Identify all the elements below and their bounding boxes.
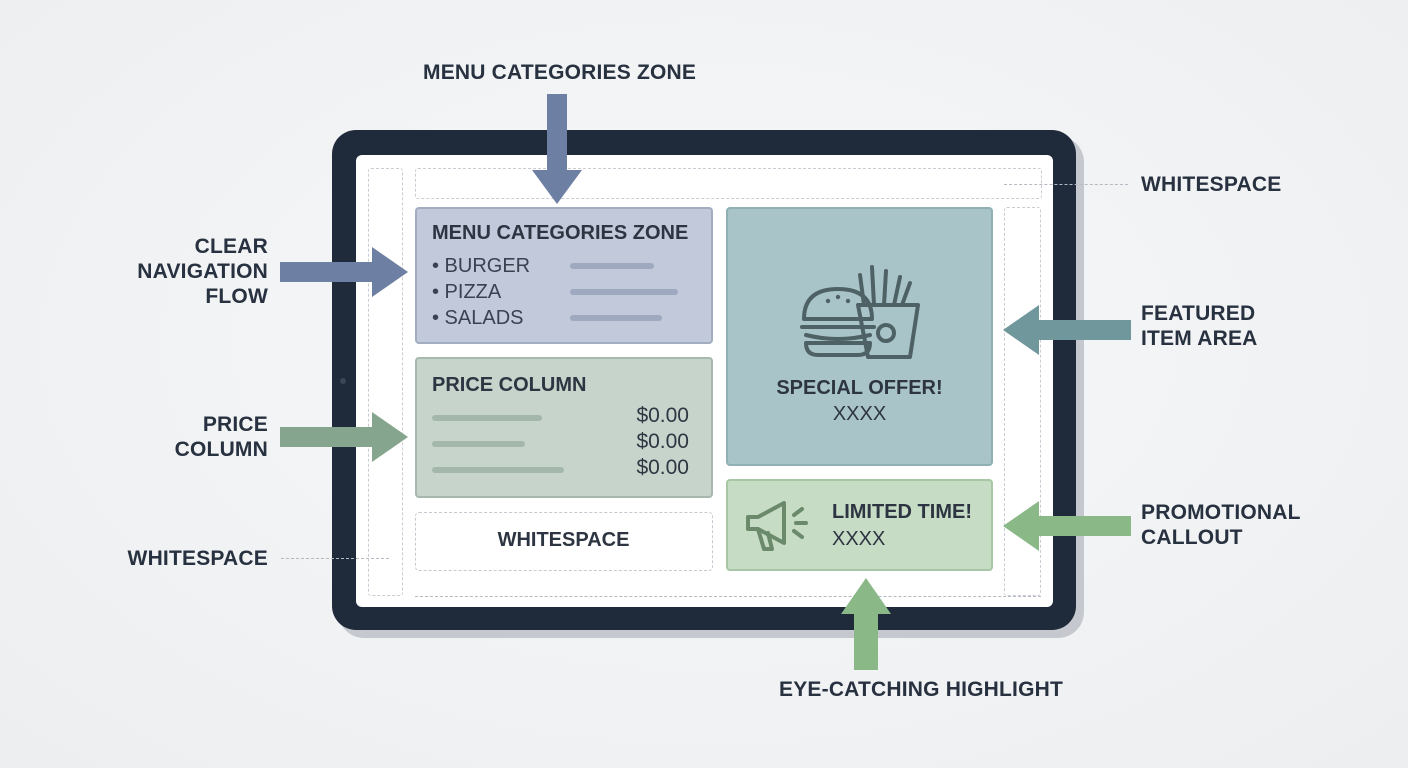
promotional-callout-panel[interactable]: LIMITED TIME! XXXX <box>726 479 993 571</box>
callout-bottom-label: EYE-CATCHING HIGHLIGHT <box>779 678 1064 701</box>
placeholder-line <box>570 263 654 269</box>
whitespace-panel: WHITESPACE <box>415 512 713 571</box>
right-whitespace-guide <box>1004 207 1041 596</box>
left-whitespace-guide <box>368 168 403 596</box>
whitespace-leader-right <box>1004 184 1128 185</box>
placeholder-line <box>432 467 564 473</box>
featured-item-panel[interactable]: SPECIAL OFFER! XXXX <box>726 207 993 466</box>
callout-whitespace-right: WHITESPACE <box>1141 173 1282 196</box>
top-whitespace-guide <box>415 168 1042 199</box>
arrow-left-featured <box>1003 305 1131 355</box>
price-value: $0.00 <box>636 404 689 427</box>
placeholder-line <box>432 441 525 447</box>
placeholder-line <box>570 289 678 295</box>
callout-whitespace-left: WHITESPACE <box>127 547 268 570</box>
panel-title: PRICE COLUMN <box>432 374 587 396</box>
arrow-right-price <box>280 412 408 462</box>
callout-line: PRICE <box>202 413 268 436</box>
whitespace-panel-label: WHITESPACE <box>497 529 630 551</box>
category-item-pizza[interactable]: • PIZZA <box>432 281 502 303</box>
arrow-right-navigation <box>280 247 408 297</box>
callout-line: FLOW <box>205 285 268 308</box>
panel-title: MENU CATEGORIES ZONE <box>432 222 689 244</box>
megaphone-icon <box>746 501 808 551</box>
featured-headline: SPECIAL OFFER! <box>776 377 943 399</box>
callout-line: PROMOTIONAL <box>1141 501 1301 524</box>
callout-line: ITEM AREA <box>1141 327 1258 350</box>
camera-dot <box>340 378 346 384</box>
placeholder-line <box>570 315 662 321</box>
arrow-left-promo <box>1003 501 1131 551</box>
promo-subtext: XXXX <box>832 528 886 550</box>
burger-fries-icon <box>800 265 920 359</box>
placeholder-line <box>432 415 542 421</box>
callout-line: CLEAR <box>194 235 268 258</box>
callout-top-label: MENU CATEGORIES ZONE <box>423 61 697 84</box>
price-value: $0.00 <box>636 456 689 479</box>
category-item-salads[interactable]: • SALADS <box>432 307 524 329</box>
callout-line: FEATURED <box>1141 302 1256 325</box>
price-value: $0.00 <box>636 430 689 453</box>
arrow-down-categories <box>532 94 582 204</box>
featured-subtext: XXXX <box>832 403 887 425</box>
callout-line: NAVIGATION <box>137 260 268 283</box>
arrow-up-highlight <box>841 578 891 670</box>
callout-line: CALLOUT <box>1141 526 1243 549</box>
callout-line: COLUMN <box>174 438 268 461</box>
callout-promotional-callout: PROMOTIONAL CALLOUT <box>1141 500 1341 550</box>
whitespace-leader-left <box>281 558 389 559</box>
bottom-whitespace-guide <box>415 596 1041 597</box>
callout-featured-item-area: FEATURED ITEM AREA <box>1141 301 1341 351</box>
menu-categories-panel: MENU CATEGORIES ZONE • BURGER • PIZZA • … <box>415 207 713 344</box>
promo-headline: LIMITED TIME! <box>832 501 972 523</box>
category-item-burger[interactable]: • BURGER <box>432 255 531 277</box>
price-column-panel: PRICE COLUMN $0.00 $0.00 $0.00 <box>415 357 713 498</box>
callout-price-column: PRICE COLUMN <box>110 412 268 462</box>
callout-clear-navigation-flow: CLEAR NAVIGATION FLOW <box>110 234 268 309</box>
